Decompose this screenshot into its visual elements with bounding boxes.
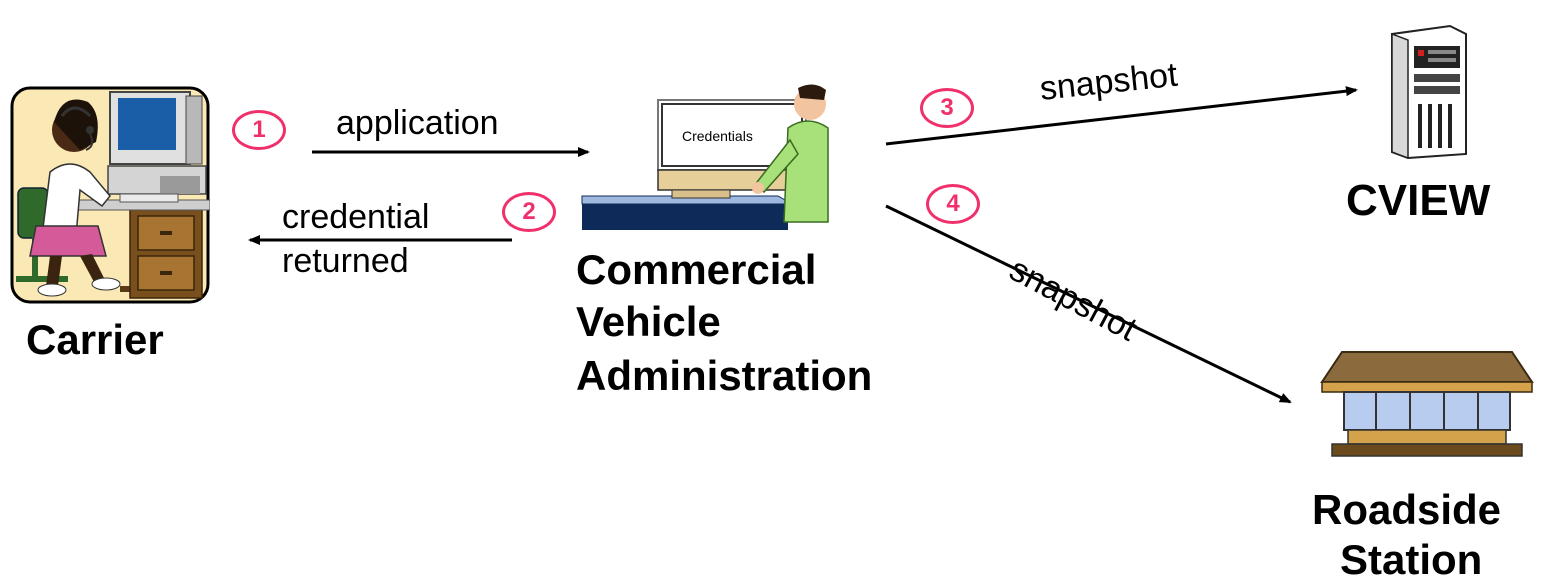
step-4-badge: 4 [926,184,980,224]
carrier-person-icon [10,86,210,304]
edge-label-returned: returned [282,242,409,280]
node-label-cview: CVIEW [1346,176,1491,225]
node-label-roadside-line1: Roadside [1312,486,1502,533]
cva-computer-icon [581,84,829,230]
edge-label-credential: credential [282,198,430,236]
node-label-cva-line3: Administration [576,352,873,399]
roadside-station-icon [1320,351,1534,457]
edge-label-application: application [336,104,499,142]
node-label-cva-line2: Vehicle [576,298,721,345]
arrow-snapshot-roadside [885,204,1292,404]
step-3-badge: 3 [920,88,974,128]
step-1-badge: 1 [232,110,286,150]
cview-server-icon [1391,24,1467,159]
cva-screen-text: Credentials [682,128,753,144]
step-2-badge: 2 [502,192,556,232]
arrow-snapshot-cview [885,86,1358,146]
node-label-cva-line1: Commercial [576,246,817,293]
node-label-roadside-line2: Station [1340,536,1483,583]
node-label-carrier: Carrier [26,316,164,363]
